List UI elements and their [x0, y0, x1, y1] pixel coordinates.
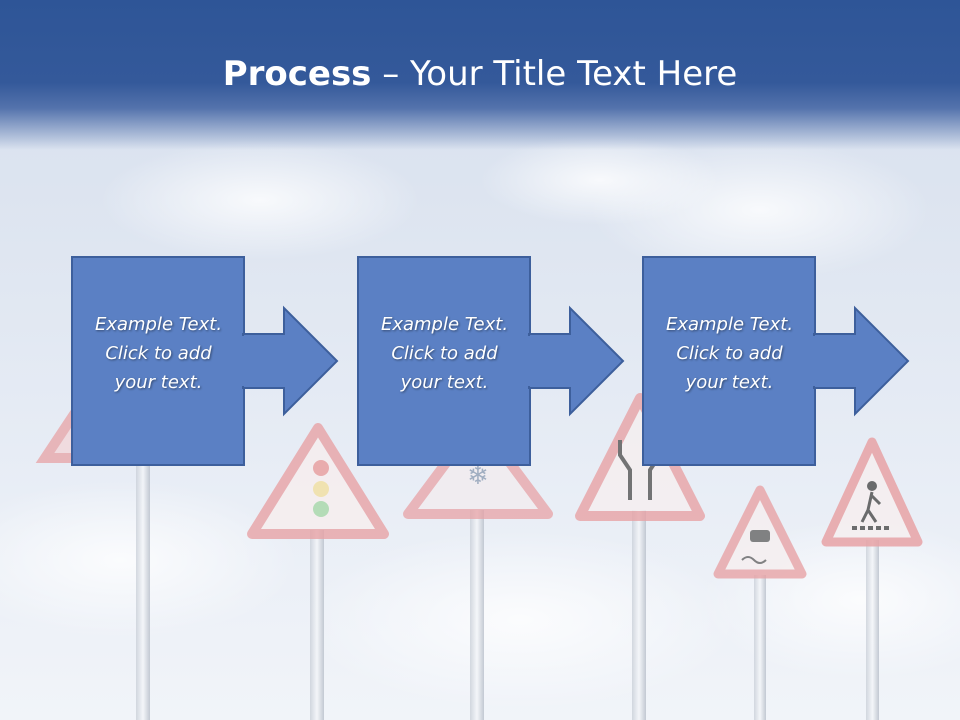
process-step-2[interactable]: Example Text. Click to add your text.: [357, 256, 625, 466]
process-step-3[interactable]: Example Text. Click to add your text.: [642, 256, 910, 466]
step-text[interactable]: Example Text. Click to add your text.: [94, 314, 223, 393]
step-text[interactable]: Example Text. Click to add your text.: [665, 314, 794, 393]
sign-pole: [866, 540, 879, 720]
sign-pole: [310, 530, 324, 720]
traffic-light-sign-icon: [247, 423, 389, 539]
title-bold: Process: [222, 54, 372, 94]
step-text[interactable]: Example Text. Click to add your text.: [380, 314, 509, 393]
sign-pole: [632, 510, 646, 720]
snowflake-sign-icon: ❄: [403, 415, 553, 519]
pedestrian-crossing-sign-icon: [821, 437, 923, 547]
sign-pole: [754, 575, 766, 720]
arrow-box-shape: [357, 256, 625, 466]
process-step-1[interactable]: Example Text. Click to add your text.: [71, 256, 339, 466]
title-rest: – Your Title Text Here: [371, 54, 738, 94]
sign-pole: [136, 460, 150, 720]
sign-pole: [470, 510, 484, 720]
svg-text:❄: ❄: [467, 461, 489, 491]
slippery-road-sign-icon: [713, 485, 807, 579]
arrow-box-shape: [642, 256, 910, 466]
title-bar: Process – Your Title Text Here: [0, 0, 960, 150]
arrow-box-shape: [71, 256, 339, 466]
slide-title[interactable]: Process – Your Title Text Here: [0, 52, 960, 96]
